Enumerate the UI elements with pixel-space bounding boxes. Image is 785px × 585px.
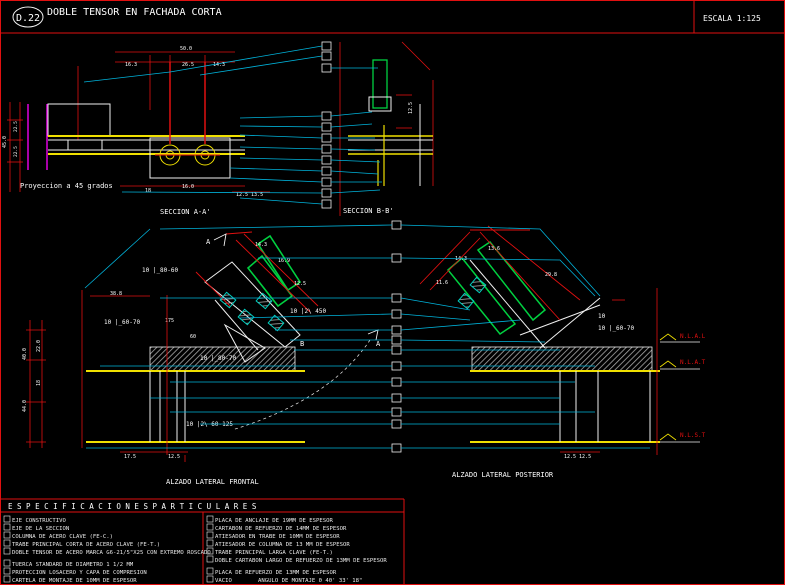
rear-elevation-view: 11.6 14.3 13.6 29.8 N.L.A.L N.L.A.T N.L.… [419,225,706,479]
svg-text:29.8: 29.8 [545,272,557,278]
rear-note-2: 10 |_60-70 [598,325,635,332]
svg-text:13.6: 13.6 [488,246,500,252]
svg-text:14.3: 14.3 [213,62,225,68]
svg-text:40.0: 40.0 [22,348,28,360]
spec-left-1: EJE CONSTRUCTIVO [12,518,67,524]
cut-marker-a-bottom: A [376,340,381,348]
svg-text:22.0: 22.0 [36,340,42,352]
cut-marker-a-top: A [206,238,211,246]
svg-text:38.8: 38.8 [110,291,122,297]
sheet-title: DOBLE TENSOR EN FACHADA CORTA [47,7,222,18]
callout-leaders-top [83,45,382,205]
svg-text:22.5: 22.5 [13,146,19,157]
svg-text:17.5: 17.5 [124,454,136,460]
spec-right-6: DOBLE CARTABON LARGO DE REFUERZO DE 13MM… [215,558,387,564]
title-block: D.22 DOBLE TENSOR EN FACHADA CORTA ESCAL… [12,6,761,28]
spec-right-1: PLACA DE ANCLAJE DE 19MM DE ESPESOR [215,518,334,524]
callout-tags-mid [391,220,402,453]
svg-text:26.5: 26.5 [182,62,194,68]
callout-leaders-mid [84,224,650,449]
svg-text:45.0: 45.0 [2,136,8,148]
spec-right-4: ATIESADOR DE COLUMNA DE 13 MM DE ESPESOR [215,542,350,548]
section-bb-label: SECCION B-B' [343,207,394,215]
svg-text:16.3: 16.3 [125,62,137,68]
specs-title: E S P E C I F I C A C I O N E S P A R T … [8,502,257,511]
section-aa-view: 45.0 22.5 22.5 50.0 16.3 26.5 14.3 [2,46,270,216]
svg-text:12.5: 12.5 [408,102,414,114]
svg-text:12.5: 12.5 [168,454,180,460]
cut-marker-b: B [300,340,304,348]
level-label-t: N.L.A.T [680,359,706,366]
svg-text:12.5 13.5: 12.5 13.5 [236,192,263,198]
front-note-2: 10 |_60-70 [104,319,141,326]
level-label-s: N.L.S.T [680,432,706,439]
rear-elevation-label: ALZADO LATERAL POSTERIOR [452,471,554,479]
svg-text:12.5: 12.5 [294,281,306,287]
spec-left-3: COLUMNA DE ACERO CLAVE (FE-C.) [12,534,113,540]
spec-left-8: CARTELA DE MONTAJE DE 10MM DE ESPESOR [12,578,137,584]
svg-text:175: 175 [165,318,174,324]
spec-right-7: PLACA DE REFUERZO DE 13MM DE ESPESOR [215,570,337,576]
svg-text:60: 60 [190,334,196,340]
projection-note: Proyeccion a 45 grados [20,182,113,190]
front-note-4: 10 |_80-70 [200,355,237,362]
spec-left-5: DOBLE TENSOR DE ACERO MARCA G6-21/5"X25 … [12,550,211,556]
front-note-5: 10 |2\ 60-125 [186,421,233,428]
spec-right-5: TRABE PRINCIPAL LARGA CLAVE (FE-T.) [215,550,333,556]
spec-left-7: PROTECCION LOSACERO Y CAPA DE COMPRESION [12,570,147,576]
sheet-number-badge [12,6,44,28]
svg-text:22.5: 22.5 [13,121,19,132]
svg-text:18: 18 [36,380,42,386]
section-bb-view: 12.5 SECCION B-B' [339,41,434,216]
scale-label: ESCALA 1:125 [703,14,761,23]
rear-note-1: 10 [598,313,606,320]
spec-right-3: ATIESADOR EN TRABE DE 10MM DE ESPESOR [215,534,340,540]
sheet-number: D.22 [16,13,40,24]
spec-left-6: TUERCA STANDARD DE DIAMETRO 1 1/2 MM [12,562,134,568]
spec-right-2: CARTABON DE REFUERZO DE 14MM DE ESPESOR [215,526,347,532]
svg-text:16.0: 16.0 [182,184,194,190]
spec-right-8: VACIO [215,578,232,584]
spec-left-2: EJE DE LA SECCION [12,526,69,532]
spec-angle-note: ANGULO DE MONTAJE 0 40' 33' 18" [258,578,362,584]
section-aa-label: SECCION A-A' [160,208,211,216]
front-note-3: 10 |2\ 450 [290,308,327,315]
front-elevation-label: ALZADO LATERAL FRONTAL [166,478,259,486]
svg-text:50.0: 50.0 [180,46,192,52]
svg-text:12.5 12.5: 12.5 12.5 [564,454,591,460]
svg-text:44.0: 44.0 [22,400,28,412]
svg-text:11.6: 11.6 [436,280,448,286]
level-label-a: N.L.A.L [680,333,706,340]
front-note-1: 10 |_80-60 [142,267,179,274]
specifications-block: E S P E C I F I C A C I O N E S P A R T … [3,502,387,584]
callout-tags-top [321,41,332,209]
svg-text:18: 18 [145,188,151,194]
spec-left-4: TRABE PRINCIPAL CORTA DE ACERO CLAVE (FE… [12,542,160,548]
svg-text:16.9: 16.9 [278,258,290,264]
svg-text:14.3: 14.3 [255,242,267,248]
front-elevation-view: 40.0 22.0 18 44.0 38.8 [22,231,381,486]
